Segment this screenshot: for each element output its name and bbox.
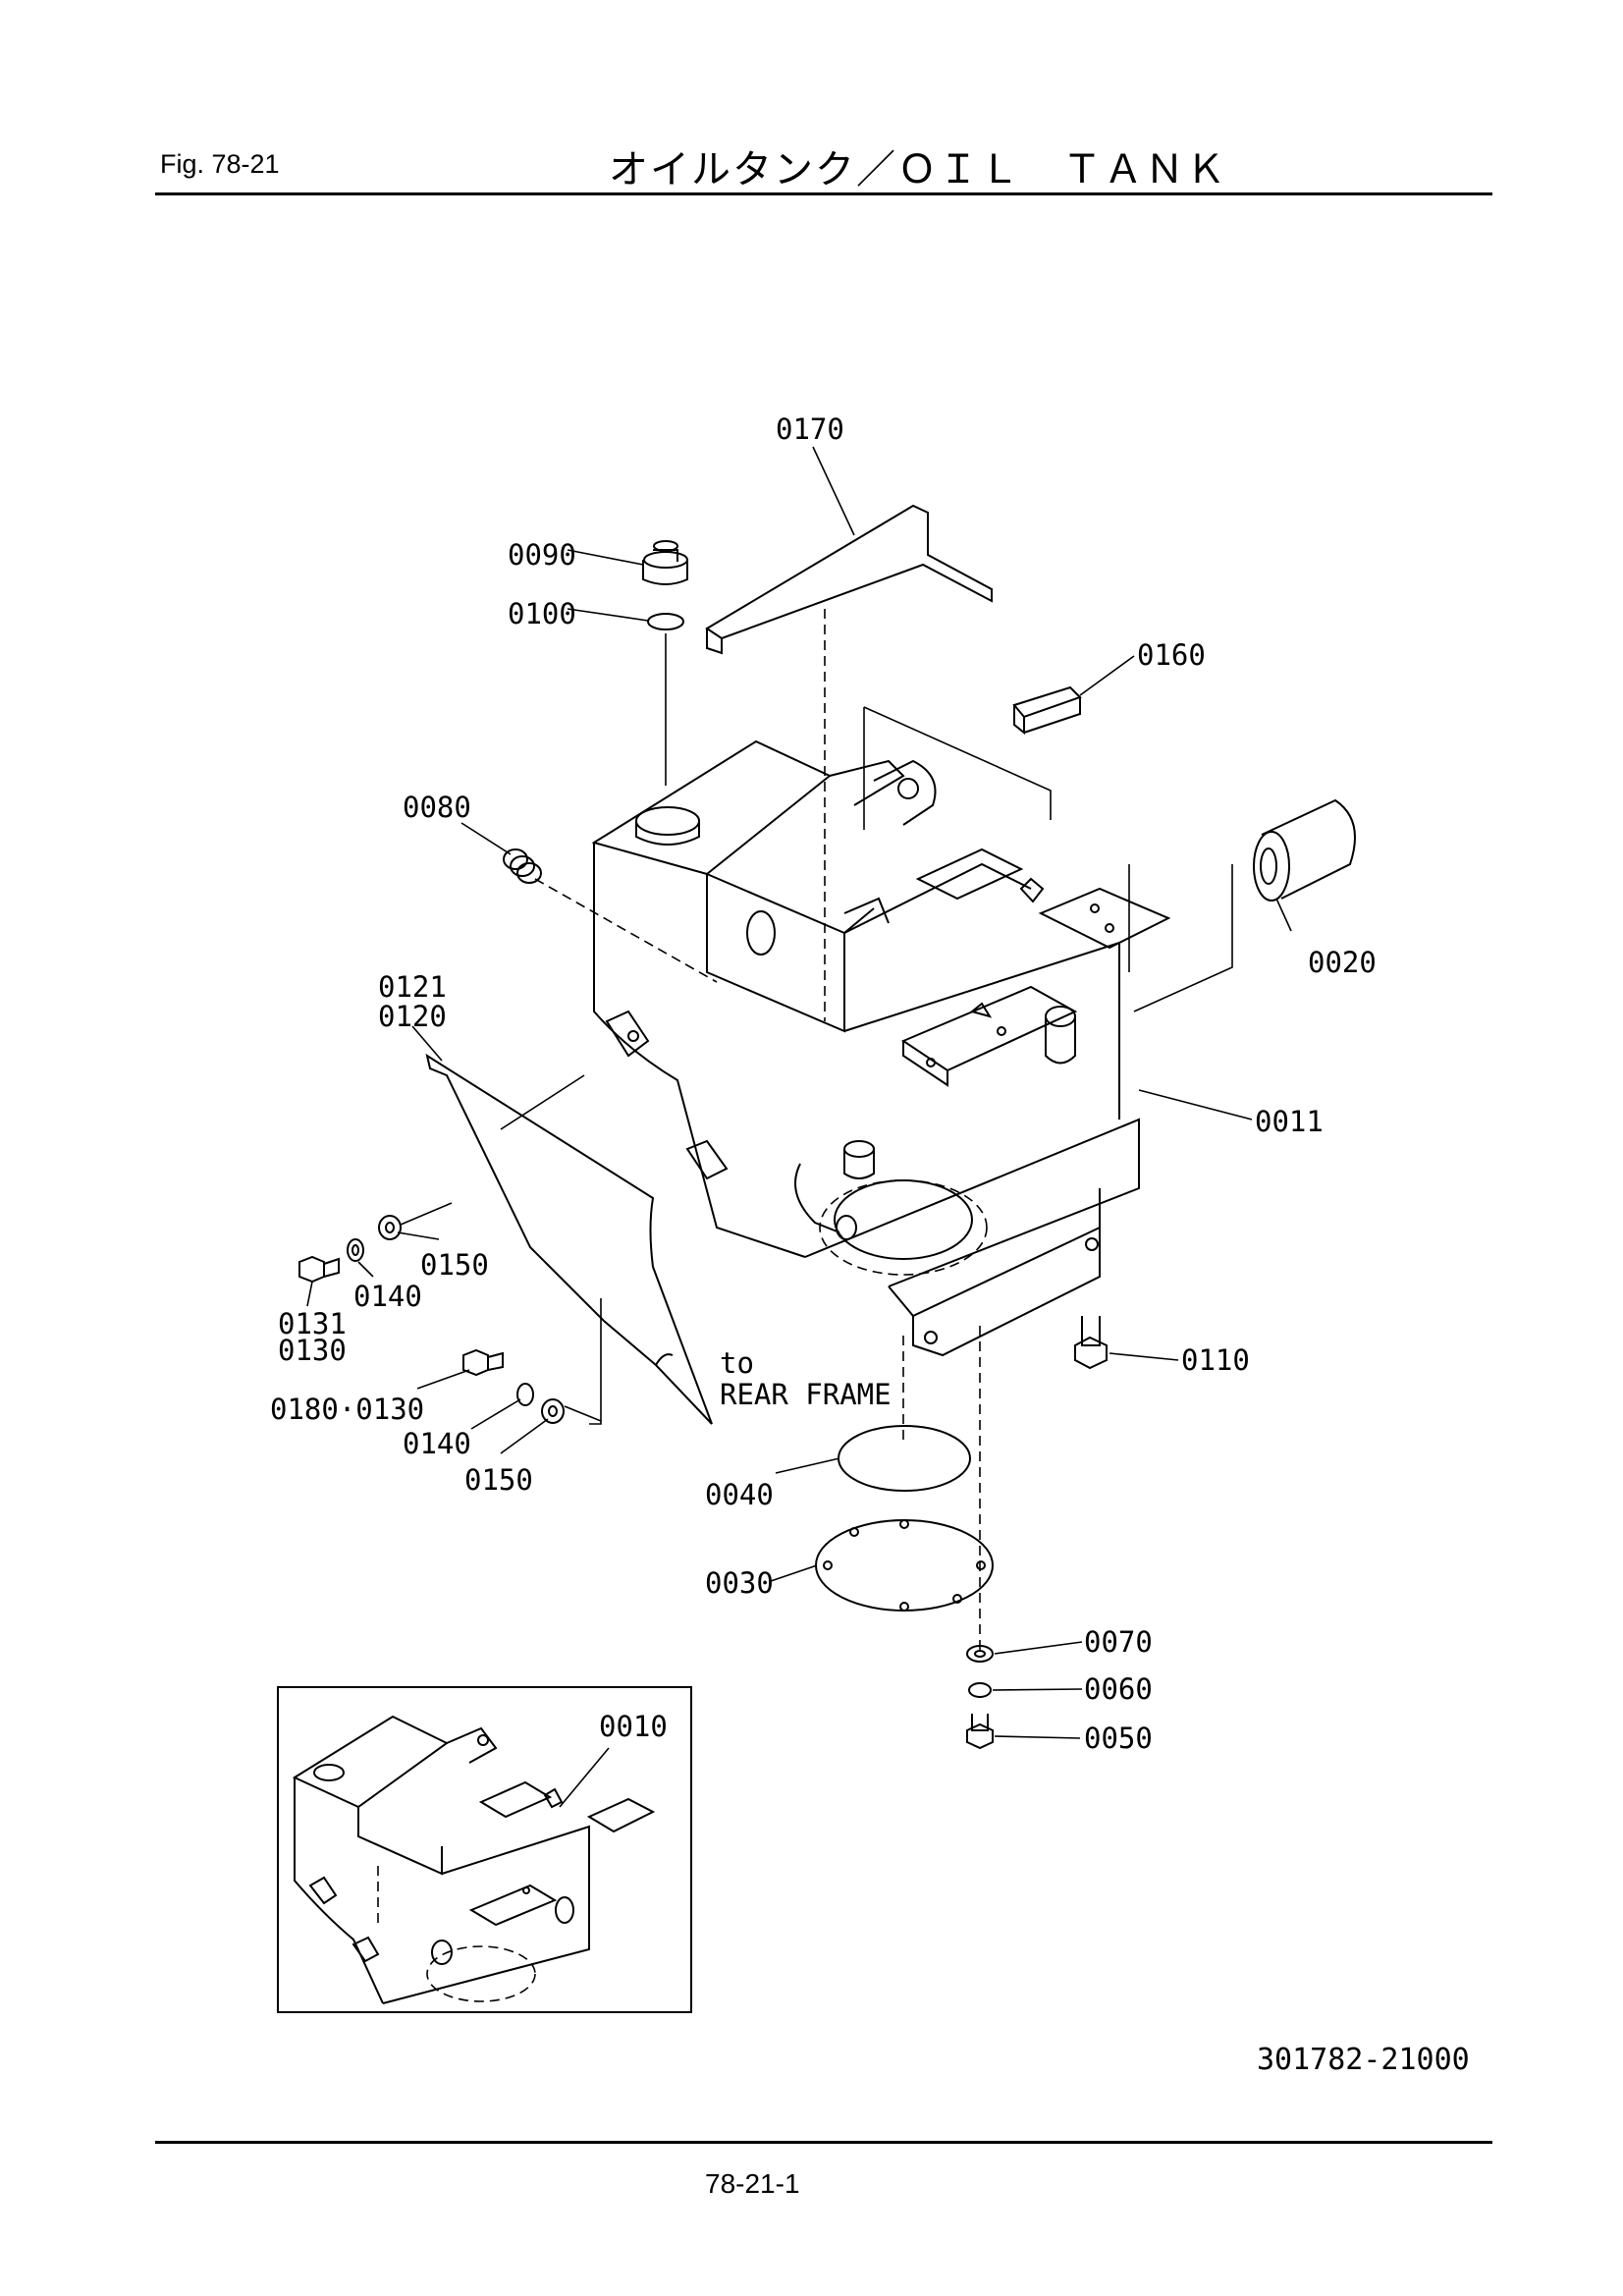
inset-assembly-view: [277, 1686, 692, 2013]
callout-0140: 0140: [353, 1280, 422, 1313]
page-number: 78-21-1: [705, 2168, 800, 2199]
callout-0120: 0120: [378, 1000, 447, 1033]
plug-0080: [503, 848, 542, 884]
callout-0010: 0010: [599, 1710, 668, 1743]
footer-rule: [155, 2141, 1492, 2144]
callout-0030: 0030: [705, 1566, 774, 1600]
gasket-0040: [838, 1425, 971, 1492]
cover-0030: [815, 1519, 994, 1612]
washer-0150b: [541, 1398, 565, 1424]
callout-0121: 0121: [378, 970, 447, 1004]
washer-0140: [347, 1238, 364, 1262]
drawing-number: 301782-21000: [1257, 2043, 1470, 2077]
callout-0070: 0070: [1084, 1625, 1153, 1659]
note-rear-frame: REAR FRAME: [720, 1378, 892, 1411]
callout-0011: 0011: [1255, 1105, 1324, 1138]
callout-0090: 0090: [508, 538, 576, 572]
bolt-0050: [966, 1714, 994, 1750]
bolt-0130: [298, 1255, 340, 1284]
callout-0170: 0170: [776, 412, 844, 446]
callout-0060: 0060: [1084, 1672, 1153, 1706]
cover-0120: [425, 1053, 713, 1425]
callout-0020: 0020: [1308, 946, 1377, 979]
callout-0150: 0150: [420, 1248, 489, 1282]
o-ring-0100: [647, 613, 684, 630]
oil-tank-body: [591, 739, 1171, 1357]
washer-0140b: [516, 1383, 534, 1406]
pipe-0170: [705, 504, 993, 655]
figure-number: Fig. 78-21: [160, 149, 280, 179]
callout-0100: 0100: [508, 597, 576, 630]
bolt-0110: [1074, 1316, 1108, 1370]
callout-0110: 0110: [1181, 1343, 1250, 1377]
callout-0180-0130: 0180·0130: [270, 1393, 424, 1426]
washer-0150: [378, 1215, 402, 1240]
callout-0130: 0130: [278, 1334, 347, 1367]
callout-0080: 0080: [403, 791, 471, 824]
callout-0160: 0160: [1137, 638, 1206, 672]
callout-0131: 0131: [278, 1307, 347, 1340]
callout-0140b: 0140: [403, 1427, 471, 1460]
bolt-0180: [462, 1348, 504, 1377]
callout-0040: 0040: [705, 1478, 774, 1511]
plug-0090: [642, 540, 688, 585]
block-0160: [1012, 685, 1082, 736]
note-to: to: [720, 1346, 754, 1380]
washer-0060: [968, 1682, 992, 1698]
filter-0020: [1253, 798, 1356, 902]
callout-0050: 0050: [1084, 1722, 1153, 1755]
header-rule: [155, 192, 1492, 195]
page-title: オイルタンク／ＯＩＬ ＴＡＮＫ: [609, 147, 1227, 192]
callout-0150b: 0150: [464, 1463, 533, 1497]
